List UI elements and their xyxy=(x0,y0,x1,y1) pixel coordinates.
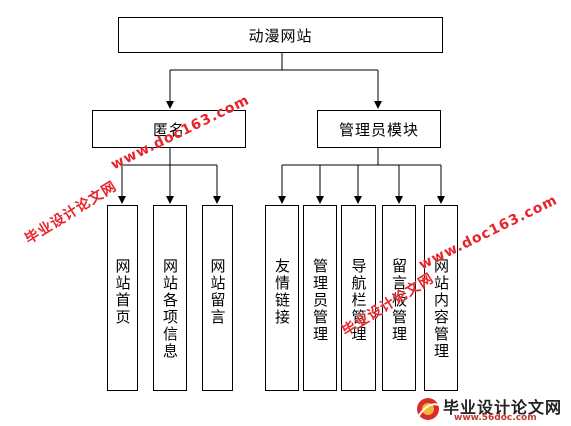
site-logo xyxy=(417,398,440,420)
node-label: 网站留言 xyxy=(208,258,227,326)
node-admin-child-content: 网站内容管理 xyxy=(424,205,458,391)
node-root-label: 动漫网站 xyxy=(248,26,313,45)
node-label: 网站首页 xyxy=(113,258,132,326)
node-label: 管理员管理 xyxy=(311,258,329,343)
node-anon-label: 匿名 xyxy=(152,120,185,139)
node-anon-child-home: 网站首页 xyxy=(107,205,138,391)
node-anon-child-info: 网站各项信息 xyxy=(153,205,187,391)
node-admin-child-links: 友情链接 xyxy=(265,205,299,391)
node-admin-child-admins: 管理员管理 xyxy=(303,205,337,391)
footer-url: www.56doc.com xyxy=(454,413,537,423)
node-admin-label: 管理员模块 xyxy=(338,120,419,139)
node-label: 友情链接 xyxy=(273,258,291,326)
node-label: 留言板管理 xyxy=(390,258,408,343)
footer-title: 毕业设计论文网 xyxy=(443,398,563,417)
node-anon: 匿名 xyxy=(92,110,246,148)
node-label: 网站内容管理 xyxy=(432,258,450,360)
node-label: 网站各项信息 xyxy=(161,258,179,360)
node-admin-child-guestbook: 留言板管理 xyxy=(382,205,416,391)
node-anon-child-message: 网站留言 xyxy=(202,205,233,391)
node-root: 动漫网站 xyxy=(118,17,443,53)
node-admin-child-nav: 导航栏管理 xyxy=(341,205,376,391)
node-label: 导航栏管理 xyxy=(349,258,368,343)
node-admin: 管理员模块 xyxy=(317,110,441,148)
